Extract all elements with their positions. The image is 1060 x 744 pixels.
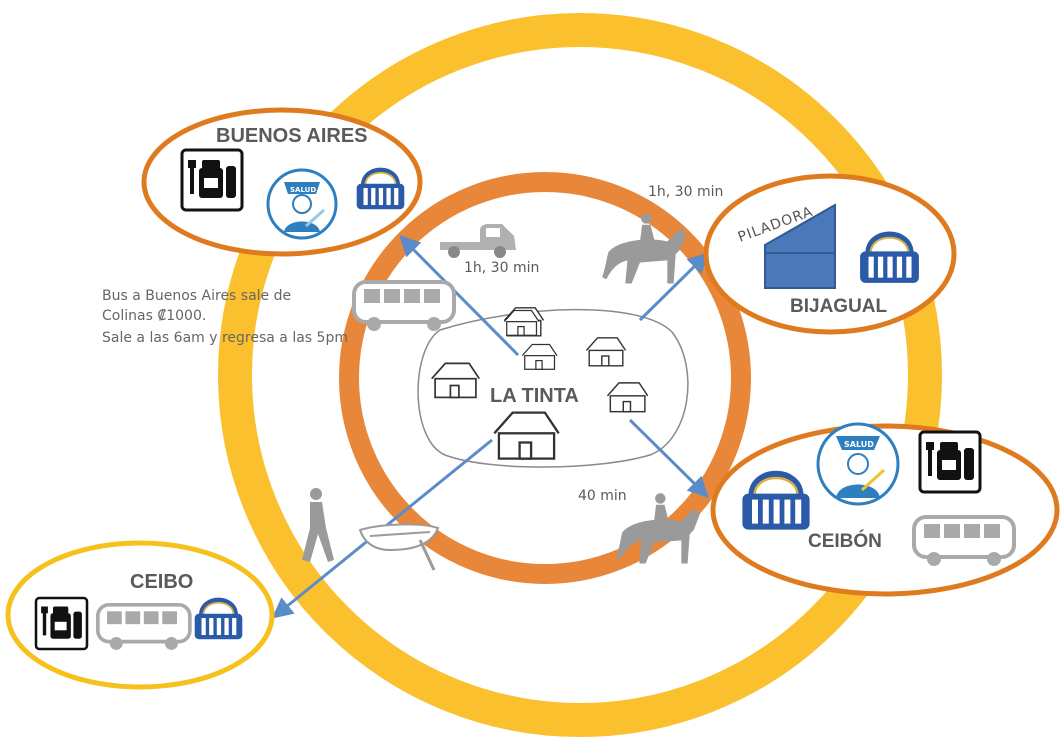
bus-icon	[912, 515, 1016, 568]
outer-ring	[218, 13, 942, 737]
store-icon	[180, 148, 244, 212]
time-ceibon: 40 min	[578, 488, 627, 504]
ceibon-label: CEIBÓN	[808, 530, 882, 552]
salud-text: SALUD	[290, 186, 316, 194]
bus-note-line-2: Colinas ₡1000.	[102, 308, 206, 324]
la-tinta-label: LA TINTA	[490, 385, 579, 407]
store-icon	[34, 596, 89, 651]
salud-text: SALUD	[844, 440, 874, 449]
health-center-icon: SALUD	[266, 168, 338, 240]
bus-icon	[95, 603, 192, 652]
piladora-building-icon	[764, 203, 836, 289]
bijagual-label: BIJAGUAL	[790, 296, 888, 317]
walking-person-icon	[302, 488, 334, 562]
bus-icon	[352, 280, 456, 333]
bus-note-line-1: Bus a Buenos Aires sale de	[102, 288, 291, 304]
health-center-icon: SALUD	[816, 422, 900, 506]
time-bijagual: 1h, 30 min	[648, 184, 723, 200]
pickup-truck-icon	[440, 224, 516, 258]
arrow-to-buenos-aires	[399, 235, 520, 357]
buenos-aires-label: BUENOS AIRES	[216, 125, 368, 147]
ceibo-label: CEIBO	[130, 571, 193, 593]
bus-note-line-3: Sale a las 6am y regresa a las 5pm	[102, 330, 348, 346]
arrow-to-ceibon	[628, 418, 709, 498]
boat-icon	[358, 523, 440, 571]
inner-ring	[339, 172, 751, 584]
arrow-to-bijagual	[638, 252, 709, 322]
time-buenos-aires: 1h, 30 min	[464, 260, 539, 276]
store-icon	[918, 430, 982, 494]
